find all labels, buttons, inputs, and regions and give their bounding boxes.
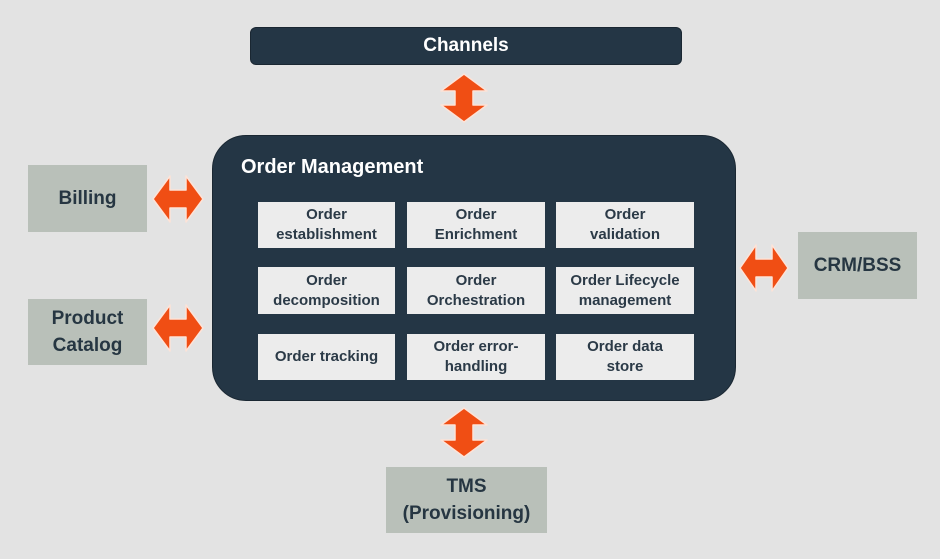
double-arrow-icon <box>152 304 204 352</box>
crm-bss-label: CRM/BSS <box>813 255 902 276</box>
cell-order-tracking: Order tracking <box>258 334 395 380</box>
cell-order-enrichment: Order Enrichment <box>407 202 545 248</box>
channels-box: Channels <box>250 27 682 65</box>
double-arrow-icon <box>440 407 488 458</box>
cell-order-decomposition: Order decomposition <box>258 267 395 314</box>
channels-label: Channels <box>423 35 509 56</box>
double-arrow-icon <box>152 175 204 223</box>
double-arrow-icon <box>739 244 789 292</box>
cell-order-data-store: Order data store <box>556 334 694 380</box>
cell-order-lifecycle-management: Order Lifecycle management <box>556 267 694 314</box>
cell-order-validation: Order validation <box>556 202 694 248</box>
crm-bss-box: CRM/BSS <box>798 232 917 299</box>
double-arrow-icon <box>440 73 488 123</box>
cell-order-establishment: Order establishment <box>258 202 395 248</box>
billing-box: Billing <box>28 165 147 232</box>
tms-label: TMS (Provisioning) <box>402 476 531 524</box>
billing-label: Billing <box>58 188 117 209</box>
cell-order-error-handling: Order error- handling <box>407 334 545 380</box>
order-management-title: Order Management <box>241 156 424 178</box>
product-catalog-box: Product Catalog <box>28 299 147 365</box>
cell-order-orchestration: Order Orchestration <box>407 267 545 314</box>
tms-box: TMS (Provisioning) <box>386 467 547 533</box>
product-catalog-label: Product Catalog <box>51 308 124 356</box>
